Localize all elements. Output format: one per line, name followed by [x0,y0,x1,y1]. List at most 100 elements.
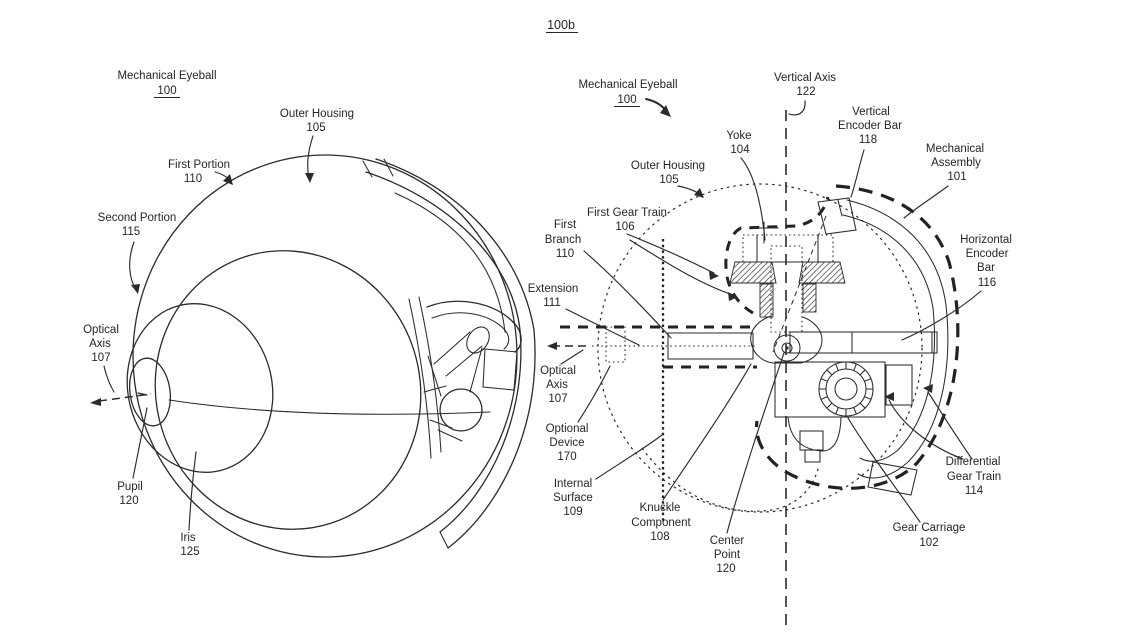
leader-differential-2 [927,391,973,460]
left-leader-lines [103,135,314,531]
label-text: Encoder [966,248,1009,260]
leader-knuckle-component [662,363,752,501]
left-labels: Mechanical Eyeball 100 Outer Housing 105… [83,70,354,558]
extension-tube [667,332,754,360]
label-number: 102 [919,537,938,549]
arrowhead-first-portion [223,174,233,185]
leader-optical-axis [103,365,115,393]
label-yoke: Yoke 104 [726,130,751,156]
leader-first-branch [583,250,672,339]
extension-tube-lines [667,332,754,360]
label-text: Surface [553,492,593,504]
label-text: Assembly [931,157,981,169]
leader-vertical-encoder-bar [850,149,865,198]
label-number: 107 [548,393,567,405]
right-figure: Mechanical Eyeball 100 Vertical Axis 122… [528,72,1012,632]
label-vertical-axis: Vertical Axis 122 [774,72,836,98]
label-text: Mechanical [926,143,984,155]
label-text: Gear Carriage [893,522,966,534]
label-outer-housing-left: Outer Housing 105 [280,108,354,134]
label-number: 111 [543,297,560,309]
ball-joint [439,388,483,432]
label-optical-axis-right: Optical Axis 107 [540,365,576,405]
label-number: 170 [557,451,576,463]
figure-label: 100b [547,18,575,32]
leader-internal-surface [595,434,663,480]
slab-notch [837,199,843,217]
arrowhead-first-gear-train-1 [709,271,719,280]
encoder-shell [817,197,949,496]
housing-band-inner2 [394,192,506,333]
label-optional-device: Optional Device 170 [546,423,589,463]
label-number: 122 [796,86,815,98]
leader-pupil [132,407,148,479]
eyeball-outline [126,154,518,558]
iris-ellipse [126,303,274,473]
label-extension: Extension 111 [528,283,579,309]
label-text: Knuckle [640,502,681,514]
gear-carriage-body [774,361,886,418]
leader-center-point [726,352,785,534]
arrowhead-differential-1 [884,392,894,401]
center-point-inner-circle [781,342,793,354]
label-number: 105 [659,174,678,186]
bottom-encoder-slab [867,461,918,496]
leader-horizontal-encoder-bar [901,290,982,341]
label-vertical-encoder-bar: Vertical Encoder Bar 118 [838,106,902,146]
label-second-portion: Second Portion 115 [98,212,177,238]
label-text: Horizontal [960,234,1012,246]
figure-title: 100b [546,18,578,33]
optical-axis-arrowhead [90,398,101,406]
label-number: 110 [184,173,202,185]
knuckle-bell [750,315,823,364]
carriage-bulge [787,416,842,452]
label-differential-gear-train: Differential Gear Train 114 [946,456,1002,497]
label-text: Optical [540,365,576,377]
horizontal-encoder-bar-rect [789,331,938,354]
label-number: 100 [157,85,176,97]
optional-device-rect [605,326,626,363]
leader-yoke [740,157,766,241]
first-gear-train-assembly [729,215,846,353]
housing-band-outer [375,158,536,549]
optical-axis-left [90,393,152,406]
arrowhead-second-portion [131,284,140,294]
label-text: Mechanical Eyeball [117,70,216,82]
shell-inner-arc [842,214,936,462]
label-mechanical-eyeball-left: Mechanical Eyeball 100 [117,70,217,98]
leader-gear-carriage [847,417,921,523]
gear-carriage-assembly [774,331,938,463]
gear-strip-left [759,283,774,318]
label-first-portion: First Portion 110 [168,159,230,185]
label-optical-axis-left: Optical Axis 107 [83,324,119,364]
meridian-line [168,399,491,415]
carriage-right-block [885,364,913,406]
label-number: 120 [716,563,735,575]
arrowhead-outer-housing [305,173,314,183]
label-iris: Iris 125 [180,532,199,558]
label-pupil: Pupil 120 [117,481,143,507]
label-outer-housing-right: Outer Housing 105 [631,160,705,186]
label-text: Bar [977,262,995,274]
right-outlines [560,110,960,632]
top-plate-details [734,234,841,263]
leader-optional-device [577,365,611,423]
bevel-gear-left [729,261,777,284]
label-first-branch: First Branch 110 [545,219,581,260]
label-number: 116 [978,277,996,289]
label-text: Axis [89,338,111,350]
left-figure: Mechanical Eyeball 100 Outer Housing 105… [83,70,536,558]
vertical-encoder-bar-slab [817,197,857,235]
bracket-tab [482,348,518,391]
label-gear-carriage: Gear Carriage 102 [893,522,966,549]
label-text: Axis [546,379,568,391]
label-number: 108 [650,531,669,543]
bevel-gear-right [798,261,846,284]
diagonal-dashed-line [772,215,827,353]
label-text: Iris [180,532,196,544]
label-number: 101 [947,171,966,183]
label-text: Internal [554,478,592,490]
arrowhead-differential-2 [923,384,933,393]
label-number: 109 [563,506,582,518]
